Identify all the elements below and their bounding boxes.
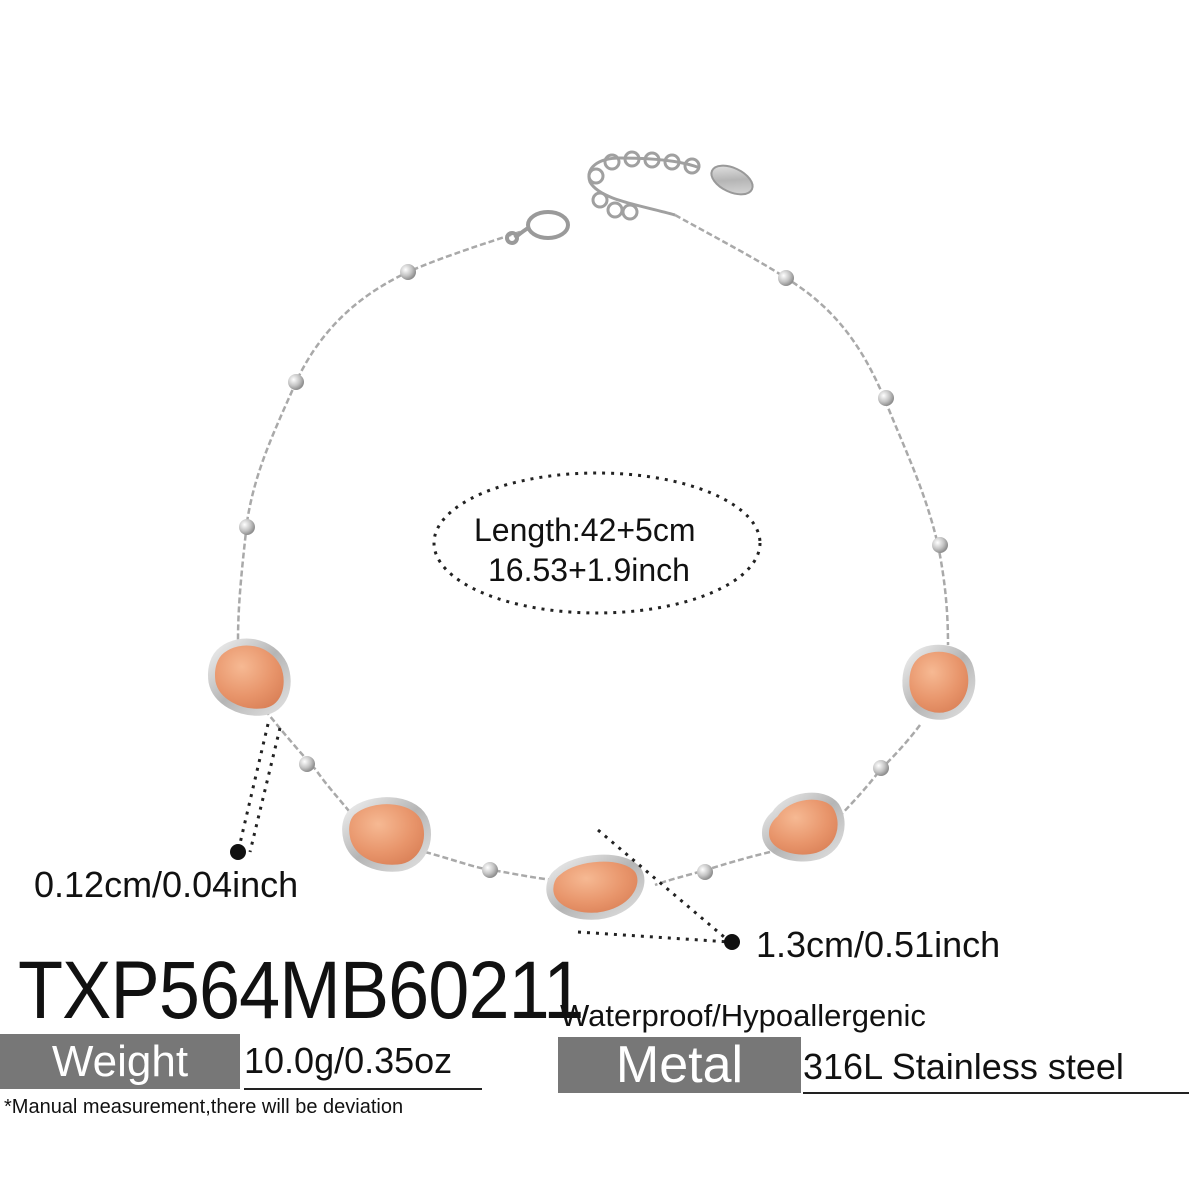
stone-2 xyxy=(342,797,432,872)
stone-3 xyxy=(546,854,645,920)
product-sku: TXP564MB60211 xyxy=(18,945,584,1036)
dimension-lines xyxy=(236,723,731,944)
length-inch-label: 16.53+1.9inch xyxy=(488,552,690,588)
extender-chain xyxy=(587,150,701,221)
extender-tag xyxy=(710,164,754,196)
features-label: Waterproof/Hypoallergenic xyxy=(560,998,926,1033)
chain-right xyxy=(654,213,950,887)
stone-size-label: 1.3cm/0.51inch xyxy=(756,924,1001,965)
stone-5 xyxy=(902,644,976,720)
weight-value: 10.0g/0.35oz xyxy=(244,1040,482,1090)
stone-1 xyxy=(208,638,291,716)
length-cm-label: Length:42+5cm xyxy=(474,512,696,548)
metal-label: Metal xyxy=(615,1036,744,1094)
metal-value: 316L Stainless steel xyxy=(803,1046,1189,1094)
beads xyxy=(239,264,948,880)
measurement-dot-icon xyxy=(724,934,740,950)
stone-4 xyxy=(762,792,845,862)
chain-thickness-label: 0.12cm/0.04inch xyxy=(34,864,299,905)
weight-label-box: Weight xyxy=(0,1034,240,1089)
disclaimer-note: *Manual measurement,there will be deviat… xyxy=(4,1096,404,1118)
lobster-clasp xyxy=(505,210,570,245)
length-ellipse xyxy=(432,471,762,615)
weight-label: Weight xyxy=(51,1036,189,1086)
metal-label-box: Metal xyxy=(558,1036,801,1094)
measurement-dot-icon xyxy=(230,844,246,860)
